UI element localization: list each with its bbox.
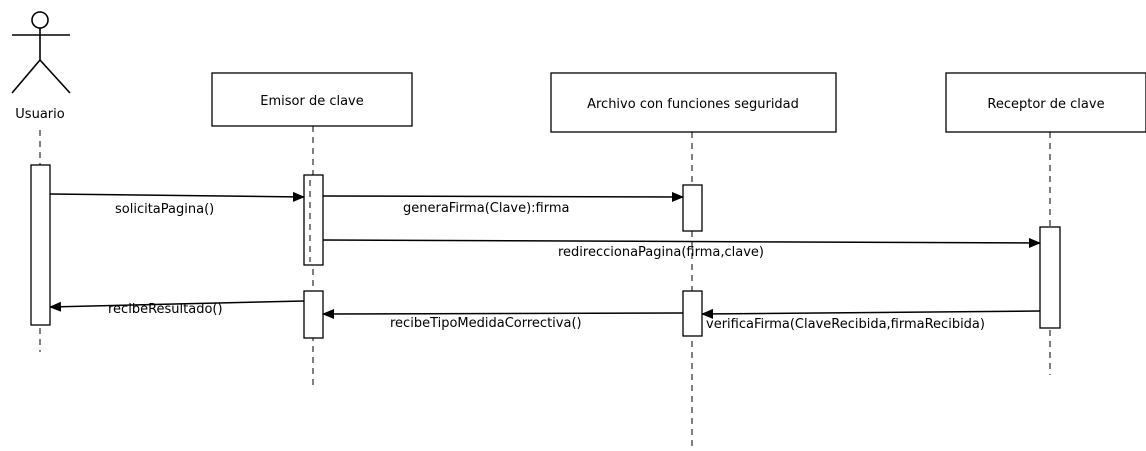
participant-label: Emisor de clave [260, 94, 364, 109]
activation-bar-emisor-2 [303, 290, 324, 339]
message-genera-firma: generaFirma(Clave):firma [322, 191, 684, 216]
message-label: verificaFirma(ClaveRecibida,firmaRecibid… [706, 317, 985, 332]
message-arrow [49, 191, 305, 202]
activation-bar-archivo [682, 184, 703, 232]
participant-receptor: Receptor de clave [945, 72, 1146, 133]
participant-box [211, 72, 413, 127]
message-recibe-resultado: recibeResultado() [49, 300, 305, 317]
message-label: redireccionaPagina(firma,clave) [558, 245, 764, 260]
message-label: solicitaPagina() [115, 202, 214, 217]
activation-bar-emisor [303, 174, 324, 266]
message-label: recibeTipoMedidaCorrectiva() [390, 316, 582, 331]
activation-bar-archivo-2 [682, 290, 703, 337]
message-verifica-firma: verificaFirma(ClaveRecibida,firmaRecibid… [701, 308, 1041, 332]
actor-label: Usuario [15, 107, 64, 122]
participant-box [550, 72, 837, 133]
message-arrow [322, 308, 684, 319]
activation-bar-receptor [1039, 226, 1061, 329]
stick-figure-icon [11, 11, 71, 94]
participant-box [945, 72, 1146, 133]
message-recibe-tipo-medida: recibeTipoMedidaCorrectiva() [322, 308, 684, 331]
message-label: recibeResultado() [108, 302, 223, 317]
message-redirecciona-pagina: redireccionaPagina(firma,clave) [322, 237, 1041, 260]
participant-archivo: Archivo con funciones seguridad [550, 72, 837, 133]
participant-label: Receptor de clave [987, 97, 1104, 112]
message-label: generaFirma(Clave):firma [403, 201, 570, 216]
activation-bar-usuario [30, 164, 51, 326]
participant-label: Archivo con funciones seguridad [587, 97, 799, 112]
message-arrow [701, 308, 1041, 319]
message-solicita-pagina: solicitaPagina() [49, 191, 305, 217]
participant-emisor: Emisor de clave [211, 72, 413, 127]
actor-usuario: Usuario [11, 11, 71, 122]
message-arrow [322, 237, 1041, 248]
message-arrow [322, 191, 684, 202]
message-arrow [49, 300, 305, 312]
